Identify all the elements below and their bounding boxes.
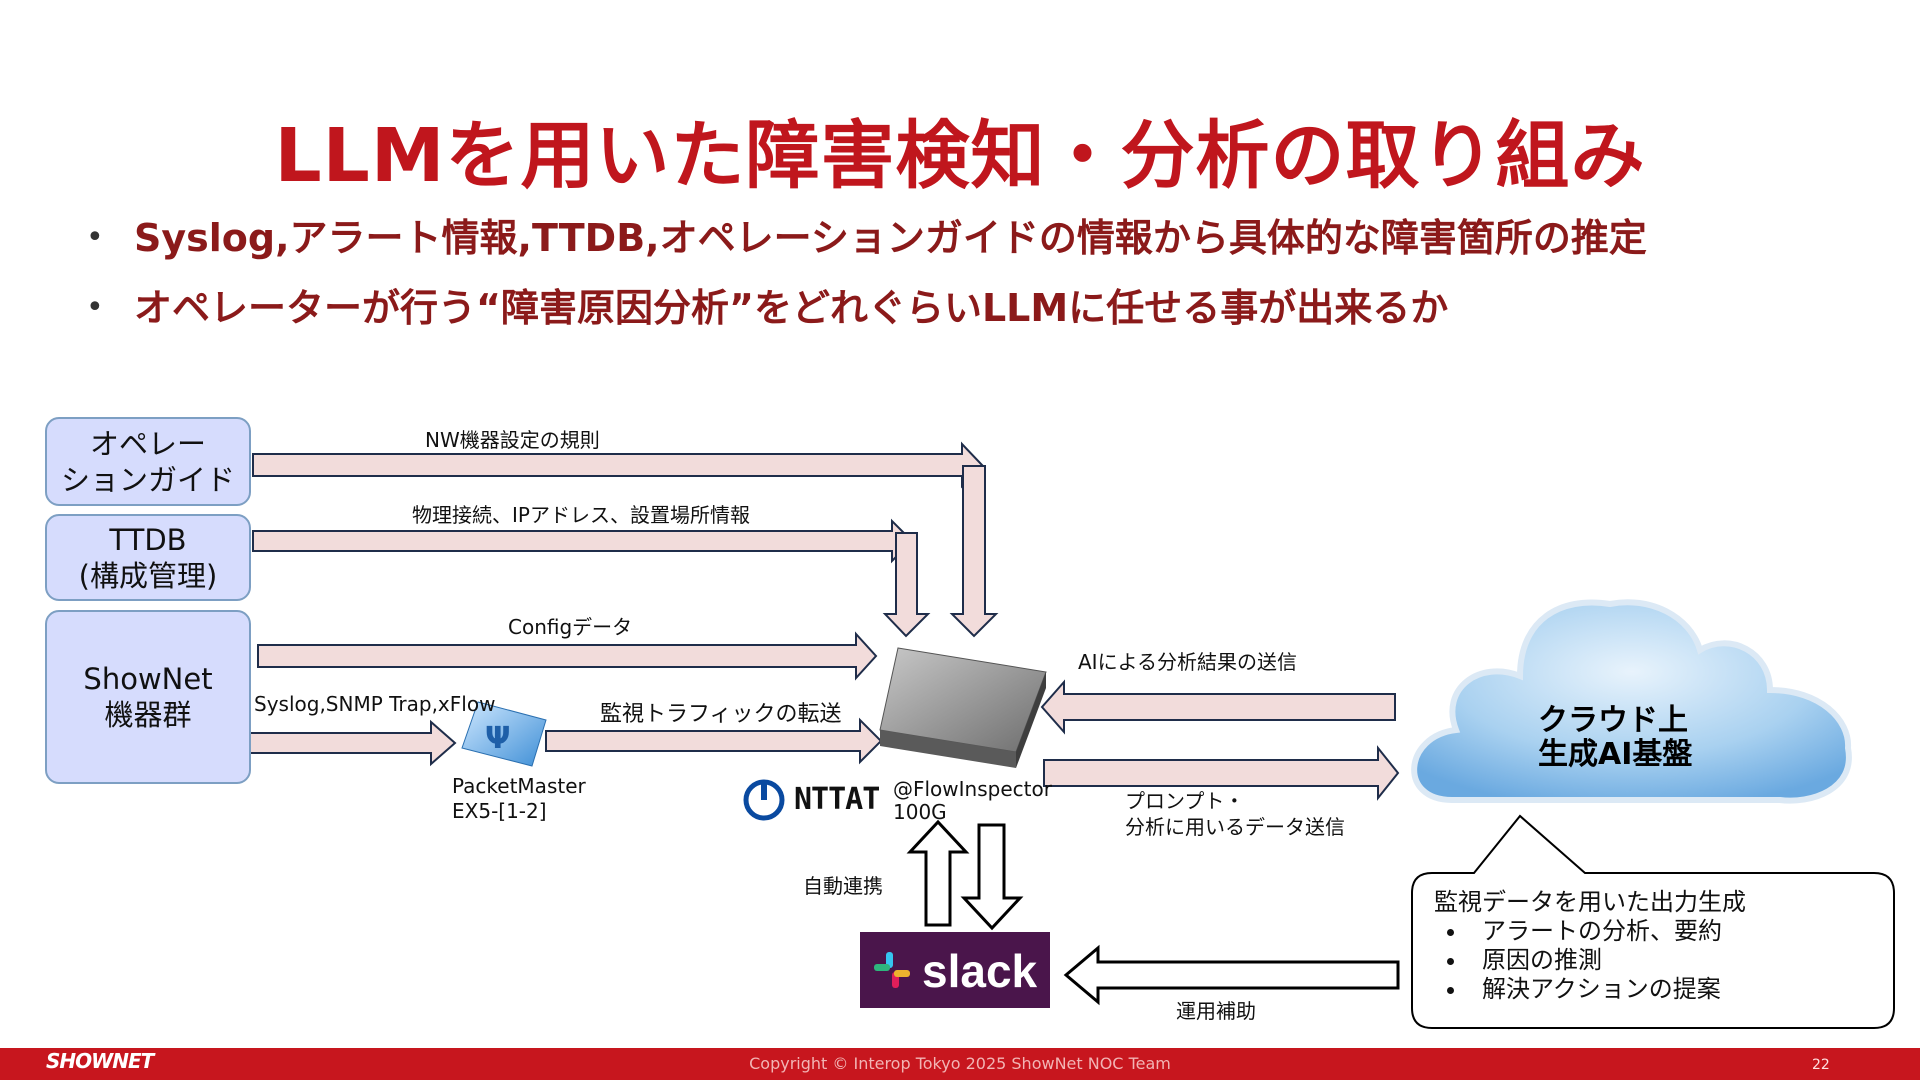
bullet-dot: • xyxy=(86,220,104,255)
label-config: Configデータ xyxy=(508,615,633,639)
callout-list: アラートの分析、要約 原因の推測 解決アクションの提案 xyxy=(1434,917,1874,1004)
ntt-logo-text: NTTAT xyxy=(794,782,880,817)
box-line: オペレー xyxy=(89,426,206,461)
copyright-text: Copyright © Interop Tokyo 2025 ShowNet N… xyxy=(749,1054,1171,1073)
footer-bar xyxy=(0,1048,1920,1080)
arrow-syslog xyxy=(248,719,457,767)
label-line: プロンプト・ xyxy=(1125,789,1245,813)
label-packetmaster: PacketMaster EX5-[1-2] xyxy=(452,774,586,824)
label-ai-result: AIによる分析結果の送信 xyxy=(1078,650,1297,674)
box-line: ションガイド xyxy=(60,462,235,497)
flowinspector-device xyxy=(879,647,1047,768)
arrow-prompt xyxy=(1043,745,1400,801)
bullet-item: • Syslog,アラート情報,TTDB,オペレーションガイドの情報から具体的な障… xyxy=(86,210,1866,280)
label-line: @FlowInspector xyxy=(893,777,1052,801)
arrow-nw-rules xyxy=(252,441,984,489)
bullet-dot: • xyxy=(86,290,104,325)
shownet-logo: SHOWNET xyxy=(46,1049,154,1073)
box-line: 機器群 xyxy=(104,698,192,732)
arrow-auto-up xyxy=(906,819,970,927)
label-auto-link: 自動連携 xyxy=(803,874,883,898)
label-ops-support: 運用補助 xyxy=(1176,999,1256,1023)
label-line: 100G xyxy=(893,800,947,824)
label-mirror: 監視トラフィックの転送 xyxy=(600,702,842,727)
callout-item: アラートの分析、要約 xyxy=(1468,917,1874,946)
bullet-text: Syslog,アラート情報,TTDB,オペレーションガイドの情報から具体的な障害… xyxy=(134,216,1647,260)
label-line: EX5-[1-2] xyxy=(452,799,547,823)
slide-title: LLMを用いた障害検知・分析の取り組み xyxy=(274,113,1646,199)
callout-item: 原因の推測 xyxy=(1468,946,1874,975)
cloud-line: クラウド上 xyxy=(1538,703,1688,738)
box-operation-guide: オペレー ションガイド xyxy=(45,417,251,506)
arrow-mirror xyxy=(545,717,883,765)
bullet-item: • オペレーターが行う“障害原因分析”をどれぐらいLLMに任せる事が出来るか xyxy=(86,280,1866,350)
slack-logo xyxy=(860,932,1050,1008)
label-line: 分析に用いるデータ送信 xyxy=(1125,815,1345,839)
label-flowinspector: @FlowInspector 100G xyxy=(893,778,1052,824)
label-prompt: プロンプト・ 分析に用いるデータ送信 xyxy=(1125,788,1345,840)
arrow-ops-support xyxy=(1063,944,1400,1006)
page-number: 22 xyxy=(1812,1057,1830,1073)
box-shownet-devices: ShowNet 機器群 xyxy=(45,610,251,784)
box-ttdb: TTDB (構成管理) xyxy=(45,514,251,601)
arrow-down-2 xyxy=(882,532,931,638)
box-line: TTDB xyxy=(109,522,187,557)
arrow-auto-down xyxy=(960,823,1024,931)
box-line: (構成管理) xyxy=(78,558,218,593)
callout-heading: 監視データを用いた出力生成 xyxy=(1434,888,1746,916)
ntt-logo-icon xyxy=(743,779,785,821)
slack-hash-icon xyxy=(874,952,910,988)
callout-item: 解決アクションの提案 xyxy=(1468,975,1874,1004)
cloud-line: 生成AI基盤 xyxy=(1538,737,1693,772)
cloud-label: クラウド上 生成AI基盤 xyxy=(1538,704,1692,772)
slack-logo-text: slack xyxy=(922,945,1038,997)
label-nw-rules: NW機器設定の規則 xyxy=(425,428,600,452)
arrow-down-1 xyxy=(949,465,999,638)
arrow-ai-result xyxy=(1040,679,1396,735)
arrow-config xyxy=(257,631,878,681)
label-line: PacketMaster xyxy=(452,774,586,798)
bullet-text: オペレーターが行う“障害原因分析”をどれぐらいLLMに任せる事が出来るか xyxy=(134,286,1449,330)
cloud-shape xyxy=(1411,599,1852,804)
bullet-list: • Syslog,アラート情報,TTDB,オペレーションガイドの情報から具体的な障… xyxy=(86,210,1866,350)
box-line: ShowNet xyxy=(83,662,213,696)
callout-content: 監視データを用いた出力生成 アラートの分析、要約 原因の推測 解決アクションの提… xyxy=(1434,888,1874,1004)
label-physical-info: 物理接続、IPアドレス、設置場所情報 xyxy=(412,503,750,527)
label-syslog: Syslog,SNMP Trap,xFlow xyxy=(254,692,496,716)
svg-text:Ψ: Ψ xyxy=(485,721,511,756)
packetmaster-device: Ψ xyxy=(461,701,547,767)
callout-bubble xyxy=(1411,814,1895,1029)
